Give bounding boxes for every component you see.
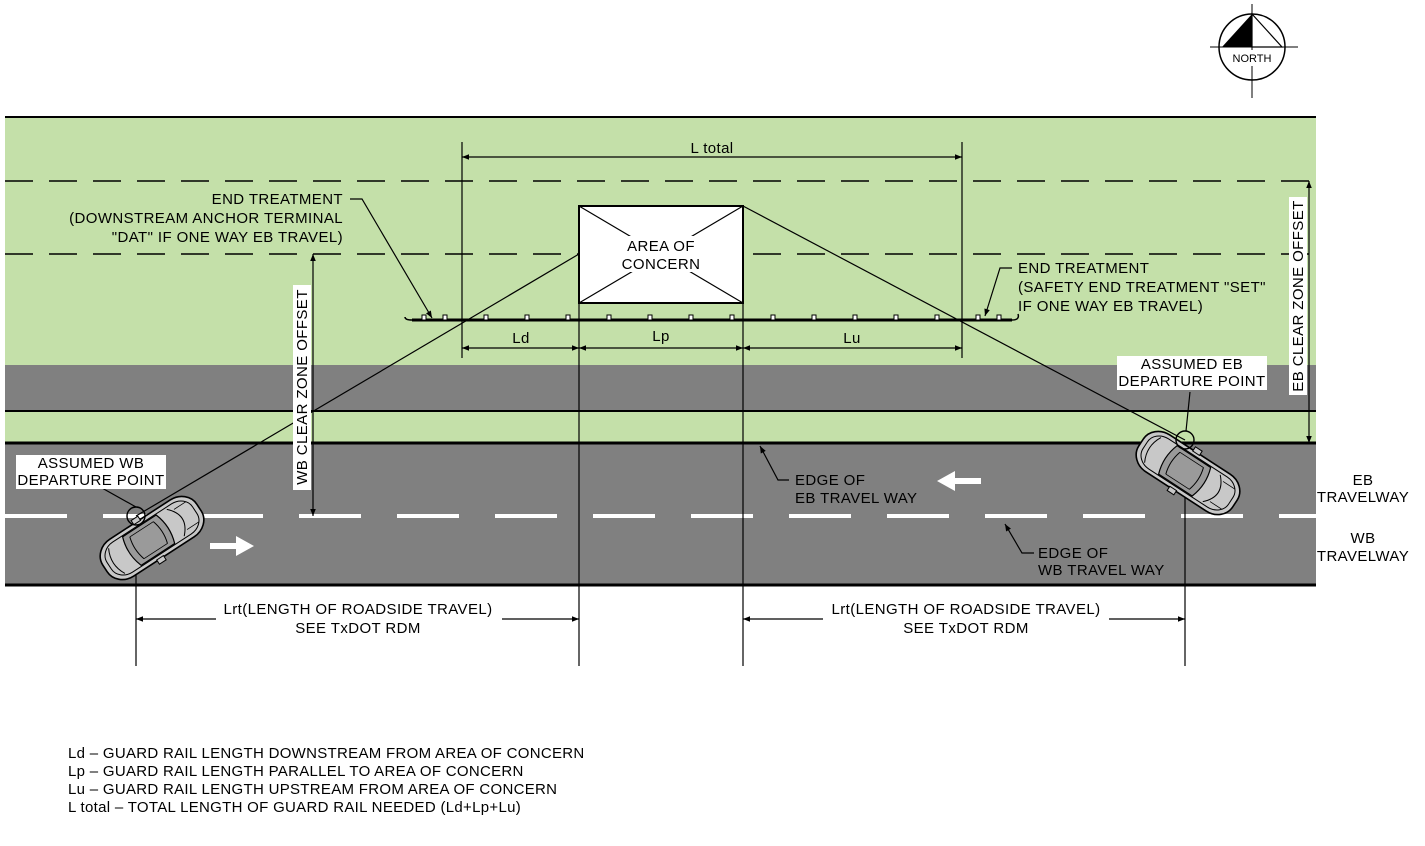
- l-total-label: L total: [690, 140, 733, 157]
- lrt-eb-dimension: Lrt(LENGTH OF ROADSIDE TRAVEL) SEE TxDOT…: [743, 599, 1185, 639]
- end-treatment-downstream-line-1: END TREATMENT: [212, 191, 343, 208]
- legend-item-l-total: L total – TOTAL LENGTH OF GUARD RAIL NEE…: [68, 799, 521, 816]
- end-treatment-upstream-line-2: (SAFETY END TREATMENT "SET": [1018, 279, 1266, 296]
- ld-label: Ld: [512, 330, 530, 347]
- wb-clear-zone-label: WB CLEAR ZONE OFFSET: [294, 289, 311, 485]
- end-treatment-downstream-line-2: (DOWNSTREAM ANCHOR TERMINAL: [69, 210, 343, 227]
- lrt-wb-label-2: SEE TxDOT RDM: [295, 620, 421, 637]
- wb-travelway-label-2: TRAVELWAY: [1317, 548, 1409, 565]
- end-treatment-upstream-line-3: IF ONE WAY EB TRAVEL): [1018, 298, 1203, 315]
- lu-label: Lu: [843, 330, 861, 347]
- area-of-concern: AREA OF CONCERN: [578, 205, 744, 304]
- area-of-concern-label-2: CONCERN: [622, 256, 701, 273]
- area-of-concern-label-1: AREA OF: [627, 238, 695, 255]
- eb-travelway-label-2: TRAVELWAY: [1317, 489, 1409, 506]
- wb-direction-arrow-icon: [210, 536, 254, 556]
- end-treatment-downstream-callout: END TREATMENT (DOWNSTREAM ANCHOR TERMINA…: [69, 191, 433, 319]
- eb-departure-label-1: ASSUMED EB: [1141, 356, 1243, 373]
- eb-departure-point-marker: [1175, 430, 1195, 450]
- legend: Ld – GUARD RAIL LENGTH DOWNSTREAM FROM A…: [68, 745, 585, 816]
- lrt-wb-dimension: Lrt(LENGTH OF ROADSIDE TRAVEL) SEE TxDOT…: [136, 599, 579, 639]
- lrt-eb-label-2: SEE TxDOT RDM: [903, 620, 1029, 637]
- eb-travelway-label-1: EB: [1353, 472, 1374, 489]
- l-total-dimension: L total: [462, 140, 962, 160]
- lrt-eb-label-1: Lrt(LENGTH OF ROADSIDE TRAVEL): [832, 601, 1101, 618]
- wb-travel-way-edge-callout: EDGE OF WB TRAVEL WAY: [1004, 523, 1165, 579]
- runout-lines: [135, 205, 1186, 517]
- eb-edge-label-2: EB TRAVEL WAY: [795, 490, 917, 507]
- eb-departure-label-2: DEPARTURE POINT: [1118, 373, 1265, 390]
- wb-edge-label-2: WB TRAVEL WAY: [1038, 562, 1165, 579]
- lp-label: Lp: [652, 328, 670, 345]
- wb-clear-zone-offset: WB CLEAR ZONE OFFSET: [293, 254, 316, 516]
- wb-departure-label-2: DEPARTURE POINT: [17, 472, 164, 489]
- end-treatment-downstream-line-3: "DAT" IF ONE WAY EB TRAVEL): [112, 229, 343, 246]
- eb-edge-label-1: EDGE OF: [795, 472, 865, 489]
- legend-item-lu: Lu – GUARD RAIL LENGTH UPSTREAM FROM ARE…: [68, 781, 557, 798]
- wb-travelway-label-1: WB: [1351, 530, 1376, 547]
- eb-travel-way-edge-callout: EDGE OF EB TRAVEL WAY: [759, 445, 917, 507]
- north-arrow-icon: NORTH: [1210, 4, 1298, 98]
- wb-edge-label-1: EDGE OF: [1038, 545, 1108, 562]
- end-treatment-upstream-callout: END TREATMENT (SAFETY END TREATMENT "SET…: [984, 260, 1266, 317]
- end-treatment-upstream-line-1: END TREATMENT: [1018, 260, 1149, 277]
- guard-rail: [404, 313, 1020, 322]
- lrt-wb-label-1: Lrt(LENGTH OF ROADSIDE TRAVEL): [224, 601, 493, 618]
- eb-clear-zone-offset: EB CLEAR ZONE OFFSET: [1289, 181, 1312, 443]
- frontage-road-pavement: [5, 365, 1316, 411]
- wb-departure-label-1: ASSUMED WB: [38, 455, 145, 472]
- north-label: NORTH: [1233, 53, 1272, 65]
- legend-item-lp: Lp – GUARD RAIL LENGTH PARALLEL TO AREA …: [68, 763, 524, 780]
- legend-item-ld: Ld – GUARD RAIL LENGTH DOWNSTREAM FROM A…: [68, 745, 585, 762]
- eb-clear-zone-label: EB CLEAR ZONE OFFSET: [1290, 200, 1307, 391]
- eb-direction-arrow-icon: [937, 471, 981, 491]
- median-grass-strip: [5, 412, 1316, 443]
